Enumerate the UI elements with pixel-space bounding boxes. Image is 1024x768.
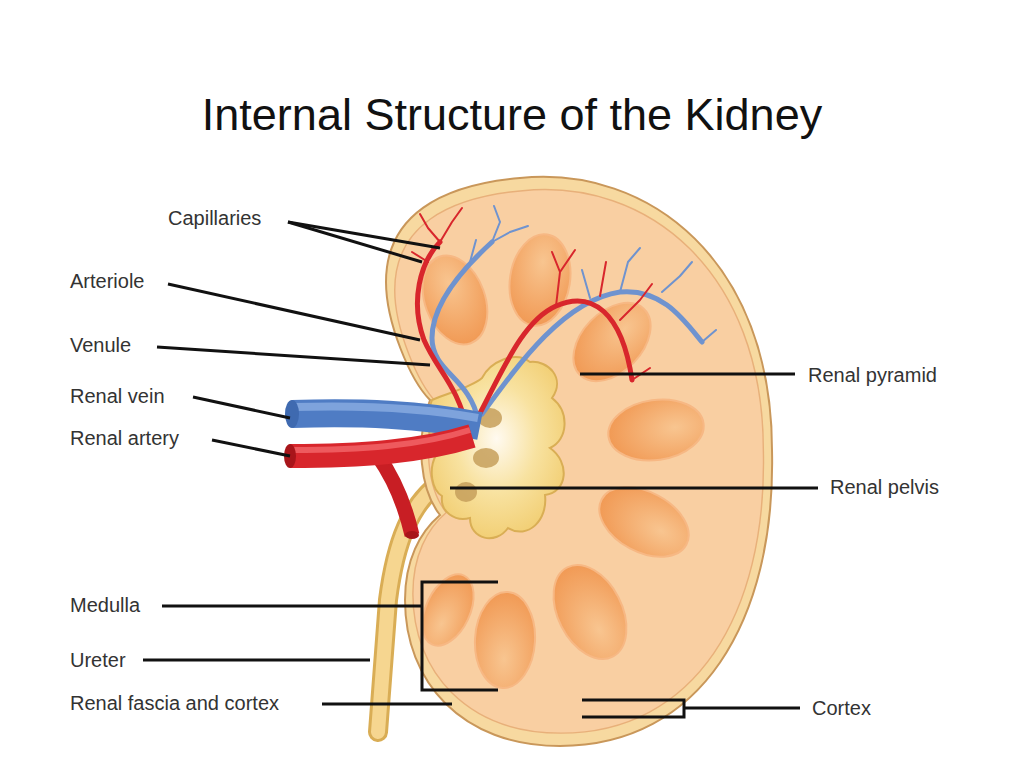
cortex-region [395,190,764,734]
leader-line [322,703,452,706]
capillaries-red [412,208,652,380]
medulla-bracket [422,582,498,690]
renal-capsule [386,177,772,746]
opening [455,482,477,502]
part-label: Capillaries [168,206,261,230]
arteriole [472,301,632,428]
leader-line [288,222,422,262]
venule [432,242,492,420]
part-label: Arteriole [70,269,144,293]
capillary [552,250,652,380]
leader-line [157,347,430,365]
leader-lines [143,222,818,717]
part-label: Cortex [812,696,871,720]
renal-pyramids [411,230,708,690]
internal-vessels [412,206,716,432]
capillary [582,248,716,342]
part-label: Renal fascia and cortex [70,691,279,715]
pyramid [604,394,707,467]
artery-branch [378,456,412,535]
leader-line [193,397,290,418]
pyramid [473,590,538,689]
diagram-title: Internal Structure of the Kidney [0,87,1024,143]
pyramid [539,553,641,671]
leader-line [168,284,420,340]
capillary [470,206,528,262]
renal-vein-end [285,400,299,428]
renal-artery-highlight [292,430,470,450]
leader-line [162,605,422,608]
pyramid [558,288,665,396]
leader-line [212,440,290,456]
part-label: Renal pelvis [830,475,939,499]
arteriole [417,242,468,432]
part-label: Medulla [70,593,140,617]
part-label: Ureter [70,648,126,672]
leader-line [580,373,795,376]
part-label: Renal artery [70,426,179,450]
leader-line [450,487,818,490]
part-label: Venule [70,333,131,357]
renal-vein-highlight [292,406,478,418]
opening [473,448,499,468]
venule [482,292,702,414]
leader-line [143,659,370,662]
capillaries-blue [470,206,716,342]
capillary [412,208,462,262]
cortex-bracket [582,700,684,717]
artery-branch-end [405,531,419,539]
part-label: Renal pyramid [808,363,937,387]
part-label: Renal vein [70,384,165,408]
leader-line [684,707,800,710]
